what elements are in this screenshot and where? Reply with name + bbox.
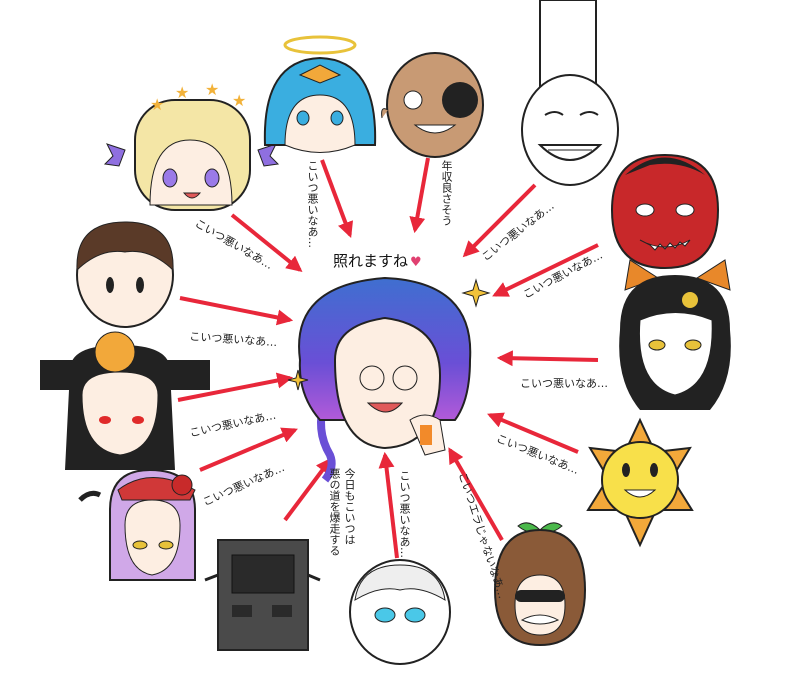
center-caption: 照れますね♥ <box>333 250 422 271</box>
arrow-eyepatch <box>409 157 430 234</box>
label-machine-a: 悪の道を爆走する <box>328 468 341 556</box>
arrow-machine <box>283 457 332 522</box>
red-demon-face <box>610 153 720 270</box>
svg-text:★: ★ <box>205 80 219 99</box>
label-halo: こいつ悪いなあ… <box>306 160 319 248</box>
sprout-man-face <box>493 522 587 647</box>
svg-text:★: ★ <box>150 95 164 114</box>
white-mask-face <box>349 559 451 665</box>
svg-text:★: ★ <box>175 83 189 102</box>
heart-icon: ♥ <box>410 255 422 270</box>
eyepatch-man-face <box>381 52 484 158</box>
svg-text:★: ★ <box>232 91 246 110</box>
machine-robot <box>204 539 321 651</box>
halo-girl-face <box>263 35 377 153</box>
sun-face <box>586 417 694 548</box>
arrow-cat <box>496 350 599 367</box>
brown-hair-boy-face <box>76 221 174 328</box>
arrow-boy <box>179 296 294 326</box>
label-eyepatch: 年収良さそう <box>440 160 453 226</box>
sun-crown-girl-face <box>40 331 210 470</box>
arrow-sun <box>487 412 579 454</box>
center-character <box>298 276 472 483</box>
arrow-group <box>177 157 599 559</box>
label-cat: こいつ悪いなあ… <box>520 377 608 390</box>
arrow-sunhair <box>177 372 294 402</box>
cat-ear-girl-face <box>619 259 731 410</box>
arrow-white <box>378 451 399 559</box>
arrow-rose <box>199 427 298 472</box>
center-caption-text: 照れますね <box>333 252 409 270</box>
blonde-girl-face: ★ ★ ★ ★ <box>103 80 280 211</box>
arrow-sprout <box>448 447 504 542</box>
arrow-blonde <box>230 213 303 273</box>
arrow-halo <box>320 159 354 238</box>
grinning-man-face <box>521 74 619 186</box>
arrow-demon <box>492 243 599 297</box>
sparkle-group <box>287 278 491 391</box>
rose-hat-girl-face <box>78 468 196 581</box>
label-white: こいつ悪いなあ… <box>398 470 411 558</box>
label-machine-b: 今日もこいつは <box>343 468 356 545</box>
arrow-grin <box>462 183 537 258</box>
